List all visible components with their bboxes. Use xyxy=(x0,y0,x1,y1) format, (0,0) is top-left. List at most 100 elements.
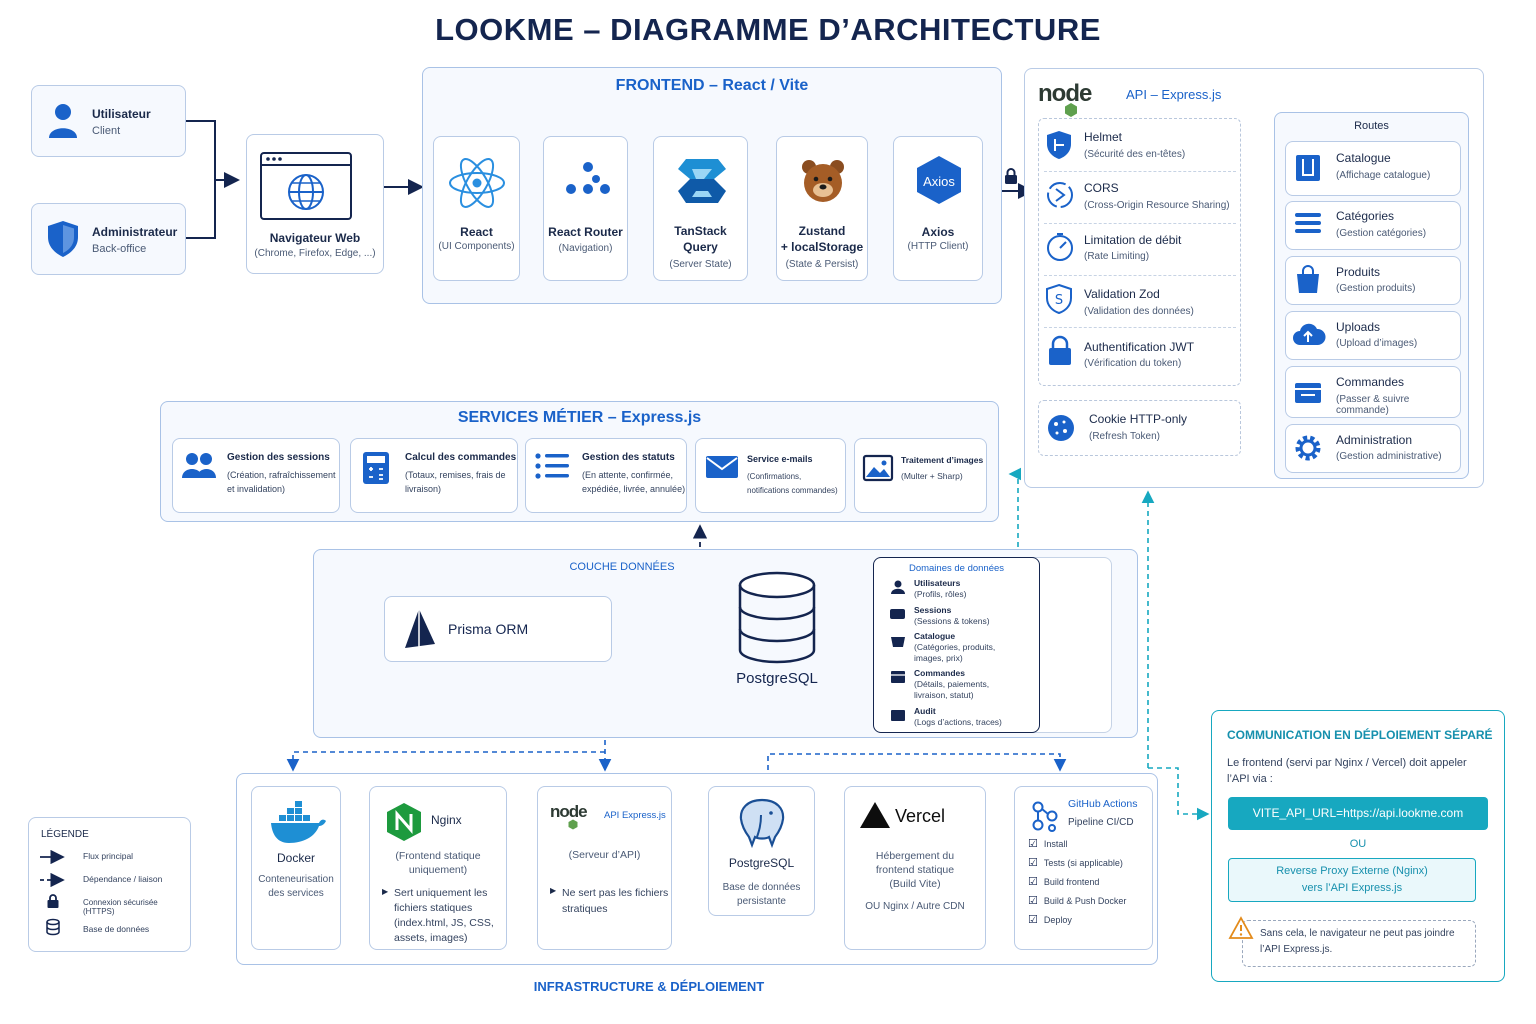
checkbox-icon: ☑ xyxy=(1028,913,1038,926)
mw-jwt-title: Authentification JWT xyxy=(1084,340,1195,354)
route-produits[interactable]: Produits (Gestion produits) xyxy=(1285,256,1461,305)
route-commandes[interactable]: Commandes (Passer & suivre commande) xyxy=(1285,366,1461,418)
postgresql-elephant-icon xyxy=(739,798,785,849)
user-icon xyxy=(49,104,77,138)
checkbox-icon: ☑ xyxy=(1028,894,1038,907)
proxy-option: Reverse Proxy Externe (Nginx) vers l’API… xyxy=(1228,858,1476,902)
vercel-sub: Hébergement du frontend statique (Build … xyxy=(875,850,955,890)
fe-react-sub: (UI Components) xyxy=(438,241,515,252)
axios-logo-text: Axios xyxy=(923,174,955,189)
services-title: SERVICES MÉTIER – Express.js xyxy=(457,409,702,426)
infra-api-note: Ne sert pas les fichiers stratiques xyxy=(562,887,669,915)
infra-title: INFRASTRUCTURE & DÉPLOIEMENT xyxy=(533,979,765,994)
browser-sub: (Chrome, Firefox, Edge, ...) xyxy=(254,248,376,259)
route-uploads[interactable]: Uploads (Upload d’images) xyxy=(1285,311,1461,360)
infra-api-sub: (Serveur d’API) xyxy=(568,849,641,861)
route-administration[interactable]: Administration (Gestion administrative) xyxy=(1285,424,1461,473)
route-uploads-title: Uploads xyxy=(1336,320,1381,334)
github-step-label: Deploy xyxy=(1043,915,1072,925)
domain-catalogue-title: Catalogue xyxy=(914,631,956,641)
svc-statuts-sub: (En attente, confirmée, expédiée, livrée… xyxy=(582,470,686,494)
node-logo: node xyxy=(1038,80,1092,107)
infra-api: node API Express.js (Serveur d’API) ▶ Ne… xyxy=(537,786,672,950)
route-categories[interactable]: Catégories (Gestion catégories) xyxy=(1285,201,1461,250)
orders-icon xyxy=(891,671,905,683)
domain-commandes-title: Commandes xyxy=(914,668,966,678)
fe-axios-sub: (HTTP Client) xyxy=(907,241,969,252)
infra-vercel: Vercel Hébergement du frontend statique … xyxy=(844,786,986,950)
route-commandes-title: Commandes xyxy=(1336,375,1405,389)
vercel-alt: OU Nginx / Autre CDN xyxy=(865,901,965,912)
route-categories-title: Catégories xyxy=(1336,209,1395,223)
infra-github: GitHub Actions Pipeline CI/CD ☑Install☑T… xyxy=(1014,786,1153,950)
svc-emails-title: Service e-mails xyxy=(747,454,813,464)
svc-statuts-title: Gestion des statuts xyxy=(582,452,675,463)
lock-icon xyxy=(1005,168,1017,184)
mw-jwt: Authentification JWT (Vérification du to… xyxy=(1044,330,1236,380)
route-administration-title: Administration xyxy=(1336,433,1413,447)
node-hex-icon xyxy=(1065,103,1077,117)
github-step: ☑ Build & Push Docker xyxy=(1028,894,1126,907)
vercel-triangle-icon xyxy=(860,802,890,828)
cookie-sub: (Refresh Token) xyxy=(1089,431,1160,442)
svc-sessions-title: Gestion des sessions xyxy=(227,452,330,463)
nginx-icon xyxy=(387,803,421,841)
infra-docker: Docker Conteneurisation des services xyxy=(251,786,341,950)
prisma-icon xyxy=(405,609,435,648)
github-step: ☑Build frontend xyxy=(1028,875,1099,888)
domain-sessions-title: Sessions xyxy=(914,605,952,615)
route-produits-sub: (Gestion produits) xyxy=(1336,283,1416,294)
bullet-icon: ▶ xyxy=(382,887,389,896)
route-catalogue-sub: (Affichage catalogue) xyxy=(1336,170,1431,181)
cookie-icon xyxy=(1048,415,1074,441)
infra-nginx: Nginx (Frontend statique uniquement) ▶ S… xyxy=(369,786,507,950)
fe-zustand-sub: (State & Persist) xyxy=(785,259,859,270)
route-administration-sub: (Gestion administrative) xyxy=(1336,451,1442,462)
browser-card: Navigateur Web (Chrome, Firefox, Edge, .… xyxy=(246,134,384,274)
fe-react-title: React xyxy=(460,225,493,239)
route-catalogue[interactable]: Catalogue (Affichage catalogue) xyxy=(1285,141,1461,196)
route-commandes-sub: (Passer & suivre commande) xyxy=(1336,394,1410,416)
mw-helmet: Helmet (Sécurité des en-têtes) xyxy=(1044,124,1236,172)
mw-zod-title: Validation Zod xyxy=(1084,287,1160,301)
svc-emails-sub: (Confirmations, notifications commandes) xyxy=(747,472,838,495)
github-step-label: Build & Push Docker xyxy=(1043,896,1127,906)
mw-helmet-sub: (Sécurité des en-têtes) xyxy=(1084,149,1186,160)
tanstack-query-icon xyxy=(678,159,726,203)
cloud-upload-icon xyxy=(1293,323,1326,345)
domain-audit-title: Audit xyxy=(914,706,936,716)
domain-audit-sub: (Logs d’actions, traces) xyxy=(914,717,1002,727)
route-categories-sub: (Gestion catégories) xyxy=(1336,228,1427,239)
docker-sub: Conteneurisation des services xyxy=(258,874,334,899)
docker-whale-icon xyxy=(271,801,326,843)
fe-router-sub: (Navigation) xyxy=(558,243,613,254)
route-catalogue-title: Catalogue xyxy=(1336,151,1391,165)
checkbox-icon: ☑ xyxy=(1028,837,1038,850)
mw-jwt-sub: (Vérification du token) xyxy=(1084,358,1182,369)
cookie-box: Cookie HTTP-only (Refresh Token) xyxy=(1038,400,1241,456)
prisma-orm: Prisma ORM xyxy=(384,596,612,662)
react-icon xyxy=(449,158,505,208)
deploy-warning: Sans cela, le navigateur ne peut pas joi… xyxy=(1260,928,1455,955)
solid-arrow-icon xyxy=(40,849,65,865)
svc-statuts: Gestion des statuts (En attente, confirm… xyxy=(525,438,687,513)
shield-icon xyxy=(48,221,78,257)
fe-zustand-title: Zustand + localStorage xyxy=(780,224,864,254)
cors-icon xyxy=(1047,182,1073,208)
domains-box: Domaines de données Utilisateurs (Profil… xyxy=(873,557,1040,733)
warning-icon xyxy=(1228,916,1254,939)
svc-emails: Service e-mails (Confirmations, notifica… xyxy=(695,438,846,513)
mw-helmet-title: Helmet xyxy=(1084,130,1123,144)
user-icon xyxy=(891,580,905,594)
checkbox-icon: ☑ xyxy=(1028,856,1038,869)
lock-icon xyxy=(47,894,59,908)
svc-images-sub: (Multer + Sharp) xyxy=(901,471,963,481)
validation-shield-icon: S xyxy=(1046,283,1072,315)
postgres-label: PostgreSQL xyxy=(736,670,818,687)
mw-cors: CORS (Cross-Origin Resource Sharing) xyxy=(1044,174,1236,224)
fe-react: React (UI Components) xyxy=(433,136,520,281)
legend-item-secure: Connexion sécurisée (HTTPS) xyxy=(83,898,158,916)
checkbox-icon: ☑ xyxy=(1028,875,1038,888)
infra-postgres: PostgreSQL Base de données persistante xyxy=(708,786,815,916)
mw-ratelimit-title: Limitation de débit xyxy=(1084,233,1182,247)
